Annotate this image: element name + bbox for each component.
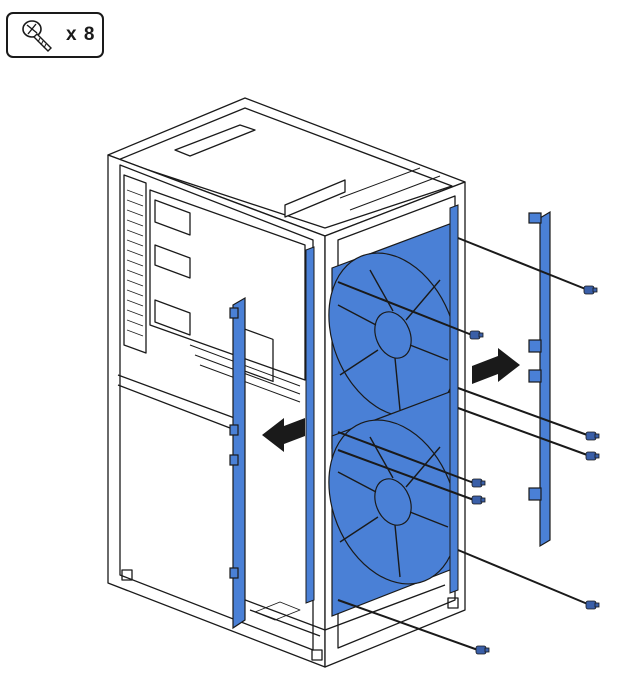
- screw-1: [583, 285, 598, 295]
- screw-3: [585, 431, 600, 441]
- remove-left-arrow: [262, 418, 305, 452]
- right-fan-bracket: [528, 210, 551, 548]
- screw-5: [471, 478, 486, 488]
- screw-4: [585, 451, 600, 461]
- front-fan-bottom: [328, 389, 458, 617]
- screw-leader-lines: [337, 237, 591, 651]
- left-fan-bracket: [229, 296, 246, 630]
- front-rails: [305, 204, 459, 604]
- screw-icon: [22, 20, 52, 52]
- screw-quantity-label: x 8: [66, 24, 96, 45]
- screw-7: [585, 600, 600, 610]
- front-fan-top: [328, 221, 458, 449]
- screws: [469, 285, 600, 655]
- screw-8: [475, 645, 490, 655]
- screw-2: [469, 330, 484, 340]
- screw-6: [471, 495, 486, 505]
- hardware-badge: x 8: [6, 12, 104, 58]
- remove-right-arrow: [472, 348, 520, 384]
